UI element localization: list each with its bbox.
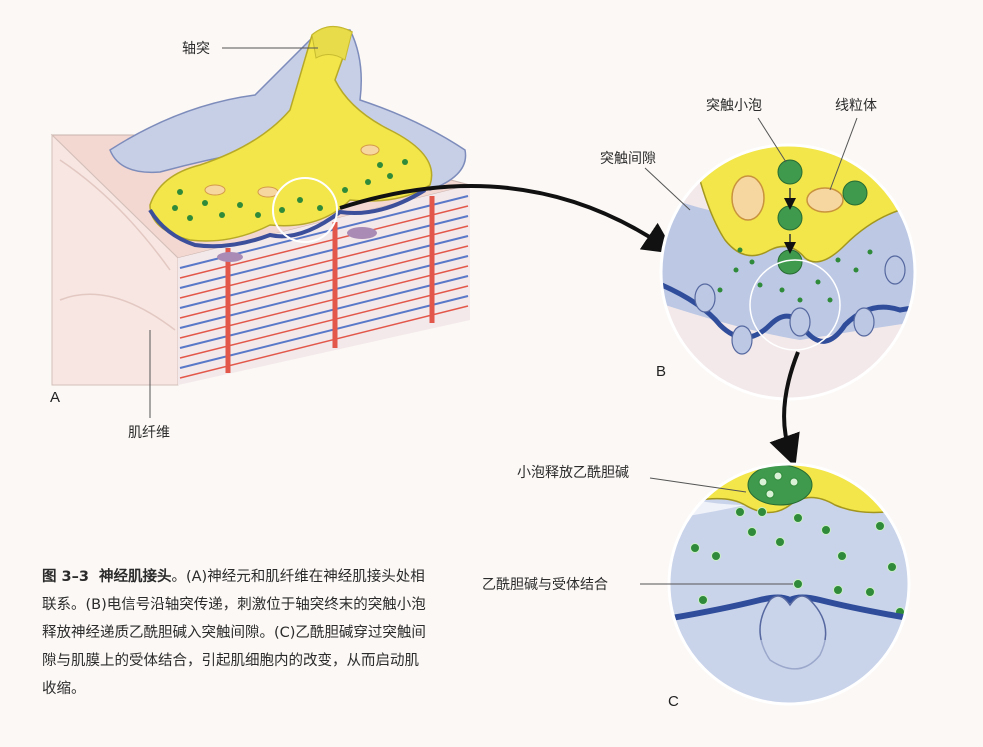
panel-letter-b: B — [656, 363, 666, 380]
label-vesicle-release: 小泡释放乙酰胆碱 — [517, 465, 629, 481]
label-ach-binding: 乙酰胆碱与受体结合 — [482, 577, 608, 593]
panel-letter-a: A — [50, 389, 60, 406]
released-acetylcholine — [717, 247, 873, 303]
muscle-cell-outline — [59, 159, 171, 271]
muscle-cell-outline — [59, 293, 176, 331]
postsynaptic-membrane — [661, 277, 915, 344]
junctional-folds — [148, 188, 427, 249]
receptor — [853, 307, 875, 337]
muscle-cell-below — [669, 640, 909, 704]
axon-myelin — [311, 26, 353, 61]
magnify-circle-a — [272, 177, 338, 243]
label-synaptic-cleft: 突触间隙 — [600, 151, 656, 167]
receptor — [789, 307, 811, 337]
release-leader-line — [649, 477, 747, 493]
vesicle-leader-line — [757, 117, 787, 163]
muscle-nucleus — [347, 227, 377, 239]
panel-b-illustration — [644, 117, 917, 401]
terminal-mitochondria — [204, 144, 380, 198]
mitochondrion — [731, 175, 765, 221]
figure-caption: 图 3–3 神经肌接头。(A)神经元和肌纤维在神经肌接头处相联系。(B)电信号沿轴… — [42, 563, 432, 703]
synaptic-vesicle — [842, 180, 868, 206]
postsynaptic-membrane-c — [669, 594, 909, 623]
figure-number: 图 3–3 — [42, 569, 89, 585]
mitochondria-leader-line — [829, 117, 858, 191]
vesicle-ach — [758, 471, 799, 499]
synaptic-vesicle — [777, 205, 803, 231]
arrow-b-to-c — [769, 351, 800, 468]
fusing-vesicle — [747, 464, 813, 506]
label-mitochondria: 线粒体 — [835, 98, 877, 114]
synaptic-vesicle — [777, 159, 803, 185]
muscle-nucleus — [217, 252, 243, 262]
panel-letter-c: C — [668, 693, 679, 710]
label-synaptic-vesicle: 突触小泡 — [706, 98, 762, 114]
label-muscle-fiber: 肌纤维 — [128, 425, 170, 441]
muscle-striations — [179, 195, 469, 379]
mitochondrion — [806, 187, 844, 213]
receptor — [731, 325, 753, 355]
panel-a-illustration — [50, 26, 471, 418]
receptor — [884, 255, 906, 285]
muscle-block-front-face — [178, 185, 470, 385]
figure-title: 神经肌接头 — [98, 569, 172, 585]
receptor — [694, 283, 716, 313]
arrow-a-to-b — [339, 184, 676, 254]
terminal-vesicles — [172, 159, 408, 221]
bound-acetylcholine — [793, 579, 803, 589]
magnify-circle-b — [749, 259, 841, 351]
panel-c-illustration — [640, 462, 911, 706]
caption-text: 。(A)神经元和肌纤维在神经肌接头处相联系。(B)电信号沿轴突传递，刺激位于轴突… — [42, 569, 426, 697]
cleft-leader-line — [644, 167, 691, 211]
label-axon: 轴突 — [182, 41, 210, 57]
